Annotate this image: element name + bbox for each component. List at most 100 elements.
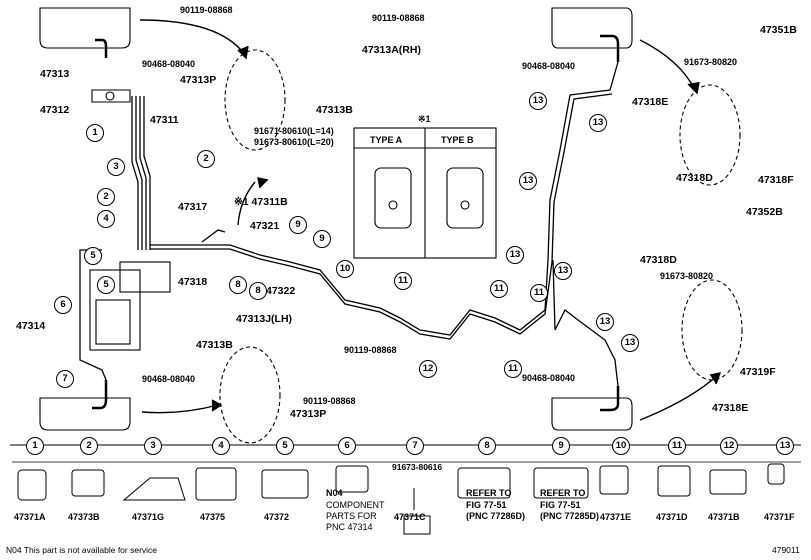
legend-callout-4: 4 [212, 437, 230, 455]
label-47318e-top: 47318E [632, 96, 669, 108]
callout-6: 6 [54, 296, 72, 314]
fender-front-left [39, 7, 131, 58]
legend-note-6-3: PNC 47314 [326, 522, 373, 532]
callout-3: 3 [107, 158, 125, 176]
label-47352b: 47352B [746, 206, 783, 218]
legend-callout-5: 5 [276, 437, 294, 455]
legend-callout-1: 1 [26, 437, 44, 455]
label-91673-80820-a: 91673-80820 [684, 57, 738, 67]
label-47313p-bot: 47313P [290, 408, 327, 420]
callout-9a: 9 [289, 216, 307, 234]
ref-mark-1: ※1 [418, 114, 431, 124]
legend-part-2: 47373B [68, 512, 100, 522]
label-47318: 47318 [178, 276, 208, 288]
callout-5: 5 [84, 247, 102, 265]
callout-1: 1 [86, 124, 104, 142]
legend-note-8-1: FIG 77-51 [466, 500, 507, 510]
disc-rear-right [681, 279, 743, 381]
callout-11c: 11 [530, 284, 548, 302]
callout-9b: 9 [313, 230, 331, 248]
callout-7: 7 [56, 370, 74, 388]
legend-part-6: N04 [326, 488, 343, 498]
legend-callout-3: 3 [144, 437, 162, 455]
label-47313: 47313 [40, 68, 70, 80]
callout-11a: 11 [394, 272, 412, 290]
label-47318d-top: 47318D [676, 172, 713, 184]
callout-4: 4 [97, 210, 115, 228]
callout-2b: 2 [97, 188, 115, 206]
label-47322: 47322 [266, 285, 296, 297]
legend-extra-7: 91673-80616 [392, 462, 443, 472]
legend-part-10: 47371E [600, 512, 632, 522]
callout-10: 10 [336, 260, 354, 278]
type-comparison-box [353, 127, 497, 259]
label-47314: 47314 [16, 320, 46, 332]
legend-note-9-1: FIG 77-51 [540, 500, 581, 510]
label-47313b-top: 47313B [316, 104, 353, 116]
label-91673-80820-b: 91673-80820 [660, 271, 714, 281]
callout-5b: 5 [97, 276, 115, 294]
legend-callout-9: 9 [552, 437, 570, 455]
label-90468-b: 90468-08040 [142, 374, 196, 384]
callout-13g: 13 [621, 334, 639, 352]
figure-id: 479011 [772, 545, 800, 555]
legend-part-5: 47372 [264, 512, 290, 522]
legend-note-6-1: COMPONENT [326, 500, 385, 510]
callout-13d: 13 [506, 246, 524, 264]
label-90468-d: 90468-08040 [522, 373, 576, 383]
type-a-label: TYPE A [370, 135, 403, 145]
label-47312: 47312 [40, 104, 70, 116]
legend-callout-12: 12 [720, 437, 738, 455]
label-47313j: 47313J(LH) [236, 313, 293, 325]
callout-13c: 13 [519, 172, 537, 190]
label-91673-l20: 91673-80610(L=20) [254, 137, 334, 147]
legend-note-9-2: (PNC 77285D) [540, 511, 600, 521]
legend-part-3: 47371G [132, 512, 165, 522]
callout-8b: 8 [249, 282, 267, 300]
label-47321: 47321 [250, 220, 280, 232]
brake-pipes [79, 61, 619, 387]
callout-13b: 13 [589, 114, 607, 132]
brake-actuator [89, 89, 171, 351]
callout-2: 2 [197, 150, 215, 168]
footer-note: N04 This part is not available for servi… [6, 545, 158, 555]
disc-front-right [679, 84, 741, 186]
label-90119-c: 90119-08868 [344, 345, 397, 355]
label-90468-c: 90468-08040 [522, 61, 576, 71]
callout-11d: 11 [504, 360, 522, 378]
label-47318e-bot: 47318E [712, 402, 749, 414]
disc-rear-left [219, 346, 281, 444]
label-47351b: 47351B [760, 24, 797, 36]
legend-callout-8: 8 [478, 437, 496, 455]
disc-front-left [224, 49, 286, 151]
legend-callout-7: 7 [406, 437, 424, 455]
legend-callout-13: 13 [776, 437, 794, 455]
label-90119-d: 90119-08868 [303, 396, 356, 406]
callout-8a: 8 [229, 276, 247, 294]
label-47313b-bot: 47313B [196, 339, 233, 351]
fender-rear-right [551, 386, 633, 431]
legend-callout-2: 2 [80, 437, 98, 455]
fender-rear-left [39, 380, 131, 431]
fender-front-right [551, 7, 633, 62]
legend-note-8-2: (PNC 77286D) [466, 511, 526, 521]
label-47318d-bot: 47318D [640, 254, 677, 266]
legend-part-1: 47371A [14, 512, 46, 522]
legend-part-7: 47371C [394, 512, 426, 522]
label-47317: 47317 [178, 201, 208, 213]
callout-arrows [139, 19, 722, 421]
legend-note-6-2: PARTS FOR [326, 511, 377, 521]
label-91671-l14: 91671-80610(L=14) [254, 126, 334, 136]
type-b-label: TYPE B [441, 135, 474, 145]
legend-callout-6: 6 [338, 437, 356, 455]
legend-callout-11: 11 [668, 437, 686, 455]
callout-11b: 11 [490, 280, 508, 298]
callout-13a: 13 [529, 92, 547, 110]
label-47319f: 47319F [740, 366, 776, 378]
legend-callout-10: 10 [612, 437, 630, 455]
legend-part-4: 47375 [200, 512, 226, 522]
clip-sketches [17, 463, 785, 535]
legend-part-12: 47371B [708, 512, 740, 522]
label-47311b: ※1 47311B [234, 196, 288, 208]
